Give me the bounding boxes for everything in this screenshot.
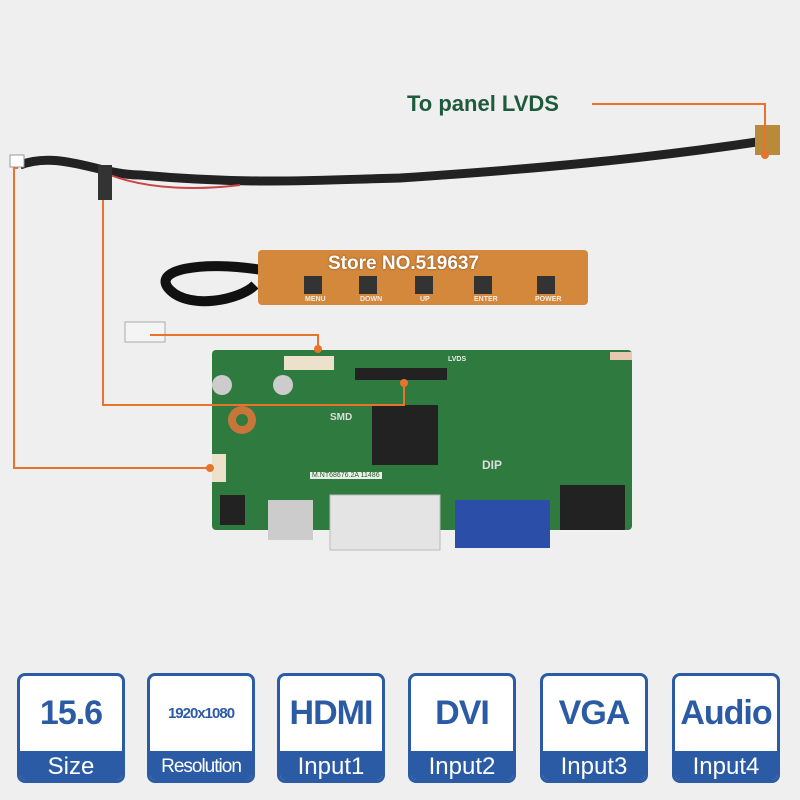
- vga-port: [455, 500, 550, 548]
- callout-label: To panel LVDS: [407, 91, 559, 116]
- smd-arrow: SMD: [330, 412, 353, 423]
- button-label: DOWN: [360, 296, 383, 303]
- lvds-cable: [18, 135, 771, 186]
- dip-arrow: DIP: [482, 458, 503, 472]
- store-watermark: Store NO.519637: [328, 253, 480, 274]
- button-label: POWER: [535, 296, 562, 303]
- button-label: MENU: [305, 296, 326, 303]
- board-model: M.NT68676.2A 11486: [310, 472, 382, 479]
- button-label: UP: [420, 296, 430, 303]
- panel-connector: [755, 125, 780, 155]
- button-label: ENTER: [474, 296, 498, 303]
- hdmi-port: [268, 500, 313, 540]
- board-connector: [98, 165, 112, 200]
- keypad-cable: [160, 261, 263, 307]
- main-chip: [372, 405, 438, 465]
- lvds-silk: LVDS: [448, 356, 467, 363]
- dvi-port: [329, 494, 441, 551]
- small-connector: [9, 154, 25, 168]
